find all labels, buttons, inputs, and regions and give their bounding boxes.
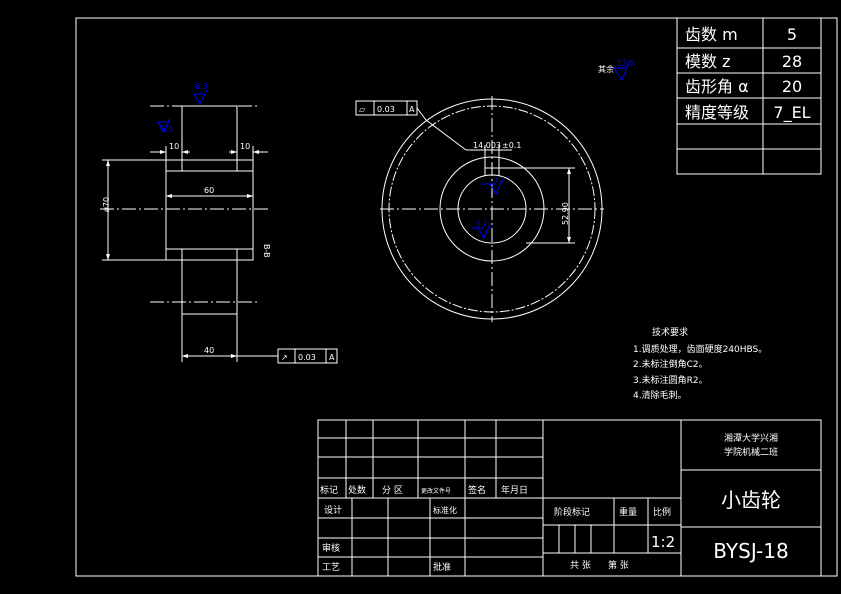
front-view <box>380 96 604 322</box>
param-value-3: 7_EL <box>773 103 810 123</box>
side-roughness-left-value: 6.3 <box>160 124 173 133</box>
design-label: 设计 <box>324 504 342 516</box>
side-view <box>100 105 278 362</box>
runout-datum: A <box>329 353 335 362</box>
runout-symbol: ↗ <box>281 353 288 362</box>
flatness-value: 0.03 <box>377 105 395 114</box>
keyway-roughness-bottom: 3.2 <box>476 220 487 228</box>
side-view-arrows <box>106 150 259 358</box>
sheet-number: 第 张 <box>608 559 629 571</box>
param-value-1: 28 <box>782 52 802 71</box>
flatness-frame <box>355 100 427 121</box>
stage-mark-label: 阶段标记 <box>554 506 590 518</box>
flatness-symbol: ▱ <box>359 105 366 114</box>
runout-tolerance-frame <box>277 348 338 364</box>
scale-label: 比例 <box>653 506 671 518</box>
tech-title: 技术要求 <box>652 326 688 338</box>
header-mark: 标记 <box>320 484 338 496</box>
header-zone: 分 区 <box>382 485 403 496</box>
front-view-arrows <box>567 168 571 243</box>
param-value-2: 20 <box>782 77 802 96</box>
runout-value: 0.03 <box>298 353 316 362</box>
approve-label: 批准 <box>433 561 451 573</box>
tech-requirements: 技术要求 1.调质处理，齿面硬度240HBS。 2.未标注倒角C2。 3.未标注… <box>633 326 767 401</box>
keyway-roughness-top: 3.2 <box>494 176 505 184</box>
general-roughness-value: 12.5 <box>617 59 635 68</box>
header-change-doc: 更改文件号 <box>421 487 451 495</box>
param-label-2: 齿形角 α <box>685 77 749 96</box>
side-roughness-symbols <box>157 89 208 134</box>
tech-item-0: 1.调质处理，齿面硬度240HBS。 <box>633 343 767 355</box>
review-label: 审核 <box>322 542 340 554</box>
dim-shaft-length: 40 <box>204 346 214 355</box>
tech-item-2: 3.未标注圆角R2。 <box>633 374 708 386</box>
school-line-1: 湘潭大学兴湘 <box>724 432 778 444</box>
section-mark: B-B <box>262 244 271 258</box>
tech-item-1: 2.未标注倒角C2。 <box>633 358 708 370</box>
keyway-depth: 52.90 <box>561 202 570 225</box>
scale-value: 1:2 <box>651 533 675 551</box>
total-sheets: 共 张 <box>570 560 591 571</box>
flatness-datum: A <box>409 105 415 114</box>
dim-hub-length: 60 <box>204 186 214 195</box>
header-count: 处数 <box>348 484 366 496</box>
front-roughness-symbols <box>472 59 631 240</box>
param-label-1: 模数 z <box>685 52 731 71</box>
keyway-width-tol: ±0.1 <box>502 141 521 150</box>
side-roughness-top-value: 6.3 <box>195 82 208 91</box>
dim-right-width: 10 <box>240 142 250 151</box>
school-line-2: 学院机械二班 <box>724 446 778 458</box>
param-table <box>676 17 822 175</box>
weight-label: 重量 <box>619 506 637 518</box>
part-name: 小齿轮 <box>721 488 781 512</box>
param-label-3: 精度等级 <box>685 103 749 122</box>
title-block <box>317 419 822 577</box>
dim-left-width: 10 <box>169 142 179 151</box>
tech-item-3: 4.清除毛刺。 <box>633 389 687 401</box>
header-sign: 签名 <box>468 484 486 496</box>
keyway-width: 14.003 <box>473 141 501 150</box>
header-date: 年月日 <box>501 484 528 496</box>
drawing-number: BYSJ-18 <box>713 539 788 563</box>
param-label-0: 齿数 m <box>685 25 738 44</box>
param-value-0: 5 <box>787 25 797 44</box>
dim-diameter: ø70 <box>102 197 111 212</box>
standardize-label: 标准化 <box>433 505 457 515</box>
general-roughness-prefix: 其余 <box>598 64 614 74</box>
process-label: 工艺 <box>322 562 340 573</box>
